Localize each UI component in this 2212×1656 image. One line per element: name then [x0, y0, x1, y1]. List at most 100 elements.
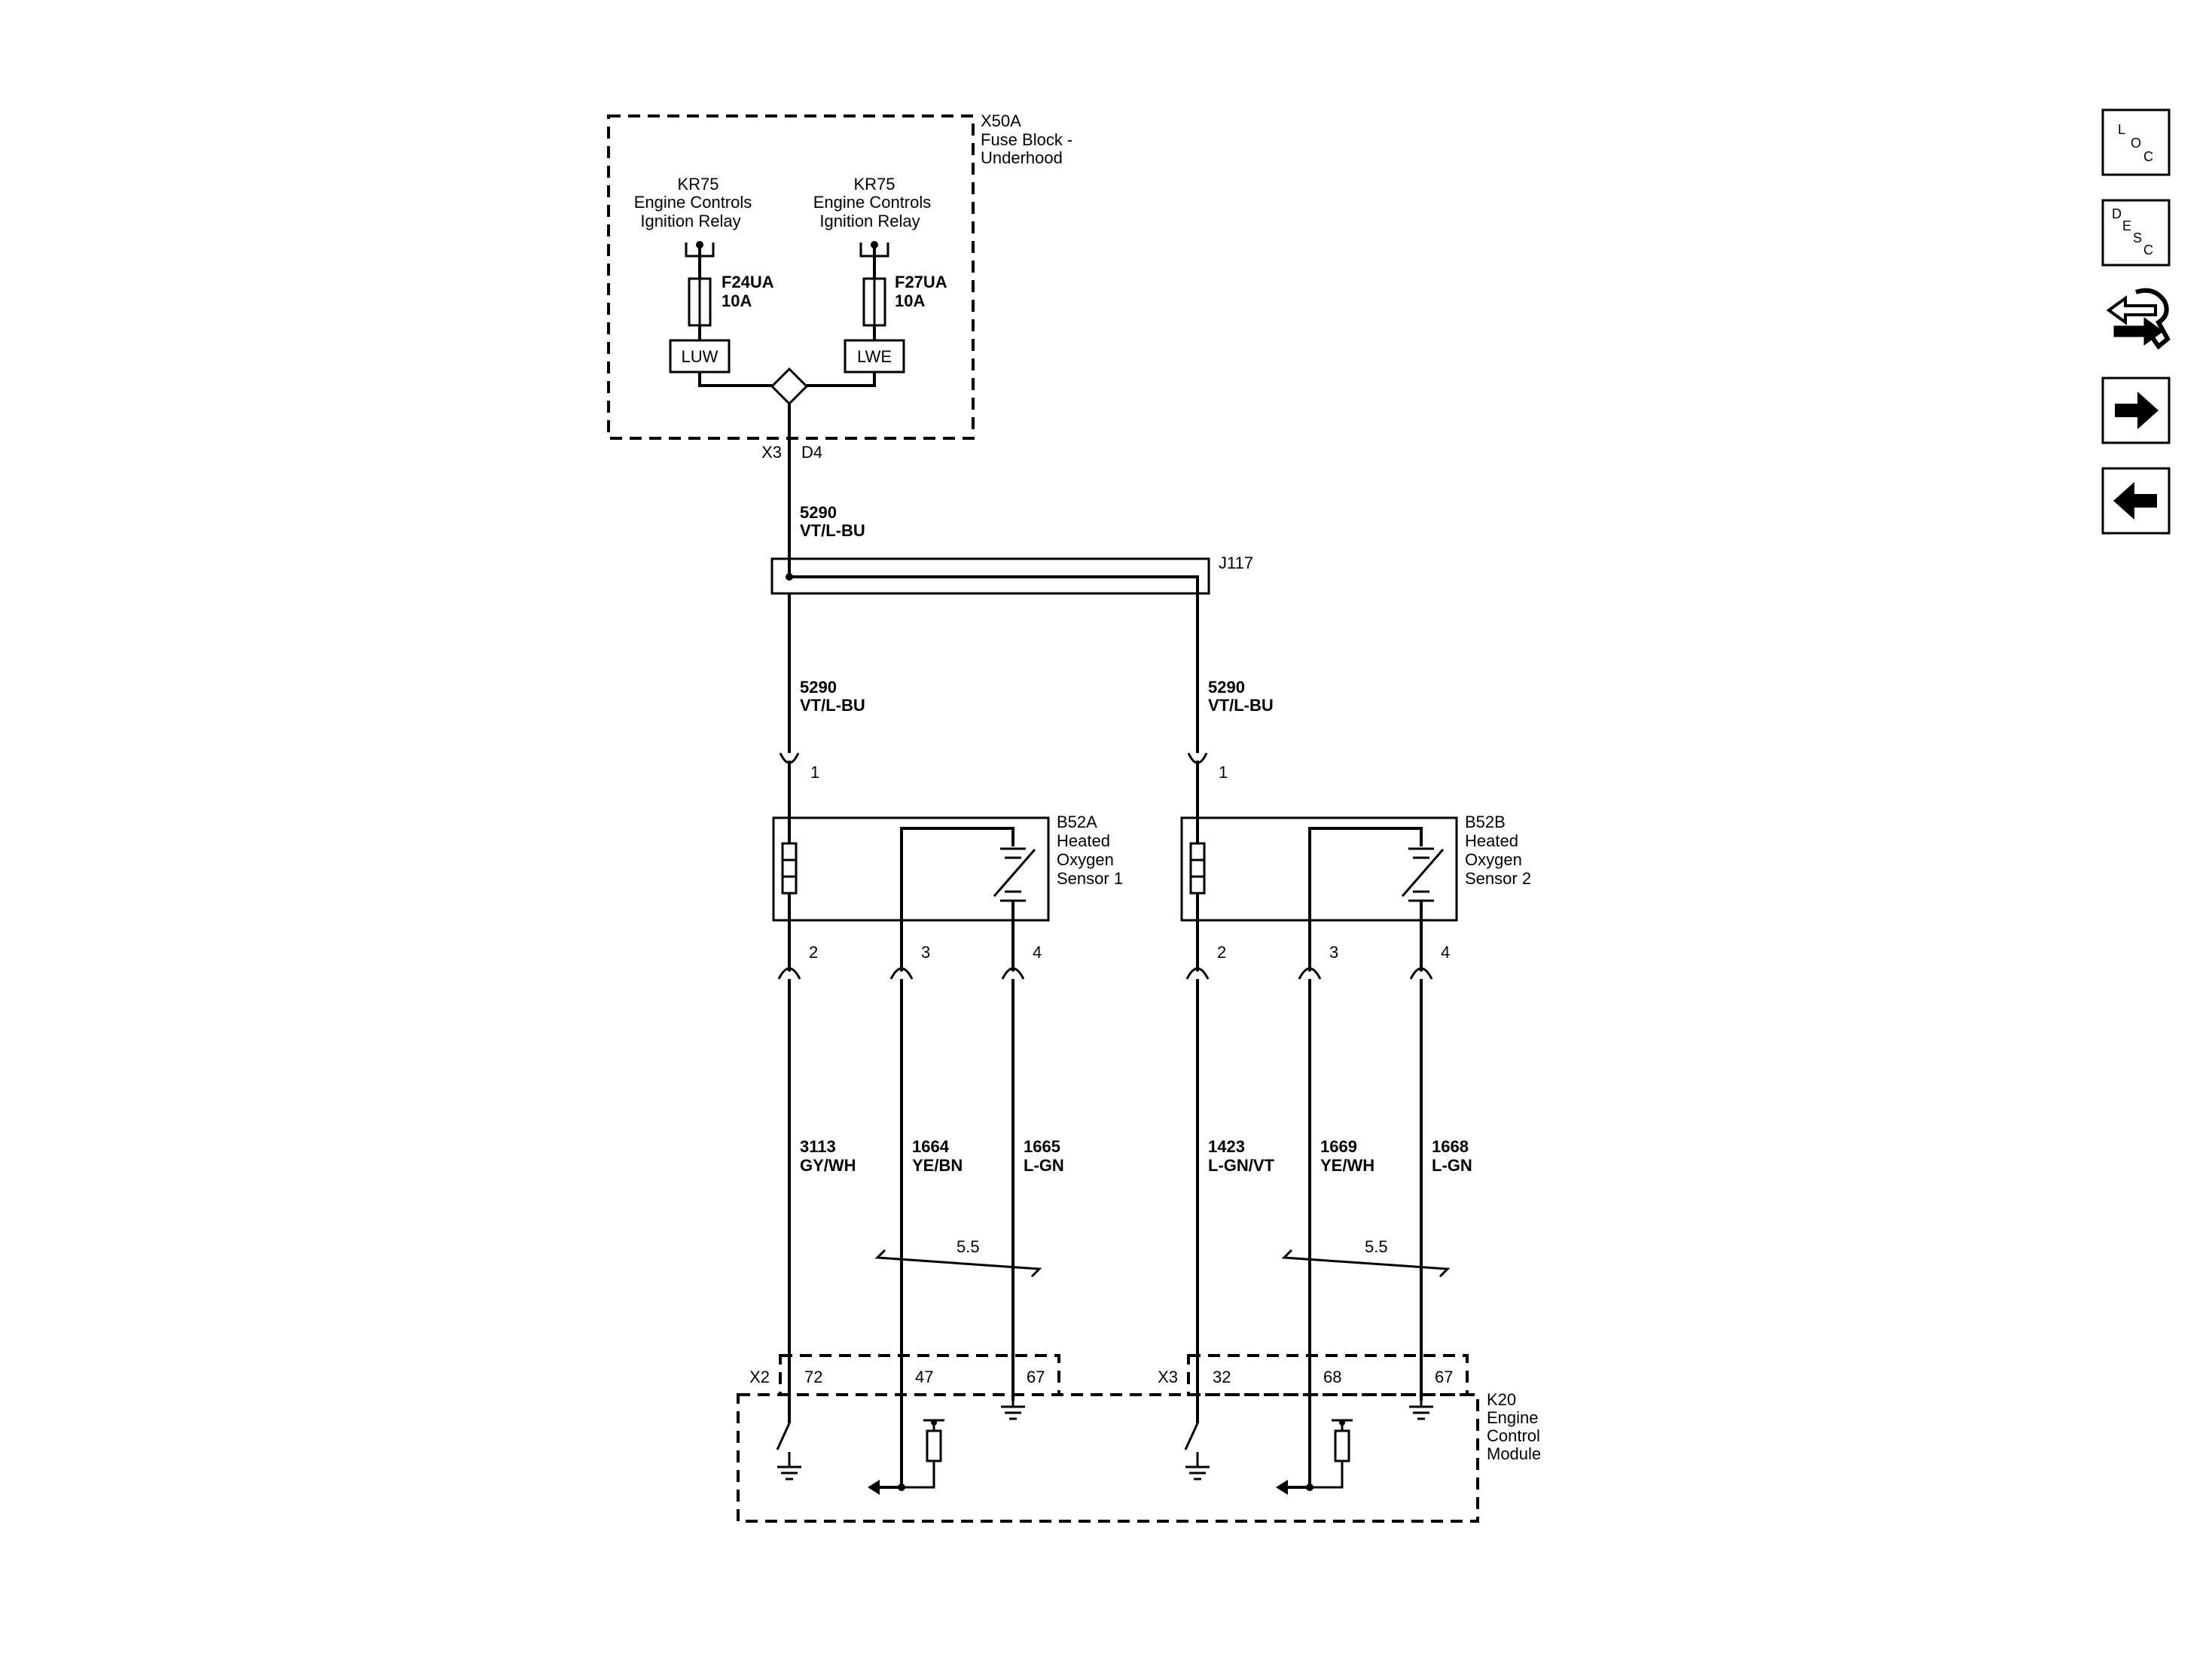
fuse-block: X50A Fuse Block - Underhood KR75 Engine … — [607, 111, 1072, 462]
relay-right-line1: Engine Controls — [813, 193, 932, 212]
loc-button[interactable]: L O C — [2101, 108, 2171, 176]
sensor1-line2: Oxygen — [1057, 850, 1114, 869]
feed-wire-color: VT/L-BU — [800, 521, 865, 540]
feed-circuit: 5290 VT/L-BU J117 5290 VT/L-BU 5290 VT/L… — [770, 404, 1274, 819]
pullup-resistor-left — [926, 1429, 942, 1462]
fuse-block-name-line2: Underhood — [981, 148, 1063, 167]
sensor2-pin2-connector — [1185, 967, 1210, 980]
sensor1: B52A Heated Oxygen Sensor 1 — [772, 813, 1123, 922]
twisted-pair-right-label: 5.5 — [1365, 1237, 1388, 1256]
ecm-pin-32: 32 — [1213, 1368, 1231, 1386]
wire-s2p2-circuit: 1423 — [1208, 1137, 1245, 1156]
relay-left-line2: Ignition Relay — [640, 212, 740, 230]
sensor2-pin3-label: 3 — [1329, 943, 1338, 962]
sensor1-pin3-connector — [889, 967, 914, 980]
ecm-pin-47: 47 — [915, 1368, 933, 1386]
arrow-right-icon[interactable] — [2101, 377, 2171, 444]
sensor1-pin2-connector — [777, 967, 801, 980]
fuse-block-ref: X50A — [981, 111, 1021, 130]
wire-s1p3-circuit: 1664 — [912, 1137, 950, 1156]
ecm-line2: Control — [1487, 1426, 1540, 1445]
loc-letter-1: L — [2118, 122, 2125, 137]
sensor1-feed-circuit: 5290 — [800, 678, 837, 697]
sensor1-heater-element — [781, 842, 798, 895]
sensor2-line3: Sensor 2 — [1465, 869, 1531, 888]
twisted-pair-left-label: 5.5 — [956, 1237, 980, 1256]
sensor1-pin4-label: 4 — [1033, 943, 1042, 962]
feed-circuit-number: 5290 — [800, 503, 837, 522]
desc-button[interactable]: D E S C — [2101, 199, 2171, 267]
junction-diamond — [770, 367, 809, 406]
wire-s1p2-circuit: 3113 — [800, 1137, 836, 1156]
wire-s2p4-circuit: 1668 — [1432, 1137, 1469, 1156]
wire-s2p2-color: L-GN/VT — [1208, 1156, 1275, 1175]
ecm-connector-x3-ref: X3 — [1158, 1368, 1178, 1386]
sensor2-line2: Oxygen — [1465, 850, 1522, 869]
ecm-line1: Engine — [1487, 1408, 1539, 1427]
sensor1-switch — [993, 849, 1036, 897]
twisted-pair-left — [874, 1249, 1042, 1278]
desc-letter-3: S — [2133, 230, 2142, 246]
arrow-left-icon[interactable] — [2101, 467, 2171, 535]
wire-s2p3-color: YE/WH — [1320, 1156, 1374, 1175]
ecm: K20 Engine Control Module X2 72 47 67 X3… — [737, 1354, 1541, 1523]
fuse-right-label: LWE — [857, 347, 892, 366]
fuse-right-ref: F27UA — [895, 273, 947, 291]
nav-toolbar: L O C D E S C — [2101, 108, 2171, 535]
ecm-pin-68: 68 — [1323, 1368, 1341, 1386]
sensor2-feed-color: VT/L-BU — [1208, 696, 1274, 715]
sensor2: B52B Heated Oxygen Sensor 2 — [1180, 813, 1531, 922]
wire-s1p3-color: YE/BN — [912, 1156, 963, 1175]
relay-left-ref: KR75 — [677, 175, 719, 194]
sensor1-ref: B52A — [1057, 813, 1097, 831]
desc-letter-2: E — [2122, 218, 2131, 233]
sensor1-pin1-label: 1 — [810, 763, 819, 782]
wrench-icon[interactable] — [2101, 285, 2171, 354]
sensor2-heater-element — [1189, 842, 1206, 895]
sensor1-pin4-connector — [1001, 967, 1025, 980]
desc-letter-4: C — [2143, 242, 2153, 258]
sensor2-line1: Heated — [1465, 831, 1518, 850]
fuse-block-connector: X3 — [761, 443, 782, 462]
sensor1-housing — [772, 816, 1050, 922]
heater1-control-switch — [776, 1423, 791, 1450]
sensor1-pin2-label: 2 — [809, 943, 818, 962]
wire-s1p4-circuit: 1665 — [1024, 1137, 1060, 1156]
sensor-output-connectors: 2 3 4 2 3 4 — [777, 920, 1450, 980]
ecm-outline — [737, 1393, 1479, 1523]
sensor1-line1: Heated — [1057, 831, 1110, 850]
twisted-pair-right — [1281, 1249, 1451, 1278]
sensor1-feed-color: VT/L-BU — [800, 696, 865, 715]
relay-right-line2: Ignition Relay — [819, 212, 920, 230]
loc-letter-2: O — [2131, 136, 2141, 151]
ecm-signal-arrow-icon — [1276, 1480, 1288, 1495]
sensor2-pin4-connector — [1409, 967, 1433, 980]
ecm-pin-72: 72 — [804, 1368, 822, 1386]
pullup-resistor-right — [1334, 1429, 1350, 1462]
splice-ref: J117 — [1219, 554, 1253, 572]
sensor2-feed-circuit: 5290 — [1208, 678, 1245, 697]
wire-s1p4-color: L-GN — [1024, 1156, 1064, 1175]
ecm-connector-x2-ref: X2 — [749, 1368, 770, 1386]
fuse-left-label: LUW — [682, 347, 719, 366]
fuse-right-rating: 10A — [895, 291, 925, 310]
wire-s1p2-color: GY/WH — [800, 1156, 856, 1175]
fuse-block-name-line1: Fuse Block - — [981, 130, 1072, 149]
ecm-connector-x2 — [779, 1354, 1060, 1396]
sensor2-ref: B52B — [1465, 813, 1506, 831]
fuse-left-ref: F24UA — [722, 273, 774, 291]
relay-right-ref: KR75 — [853, 175, 895, 194]
ecm-pin-67-right: 67 — [1435, 1368, 1453, 1386]
ecm-ref: K20 — [1487, 1390, 1516, 1409]
fuse-left-rating: 10A — [722, 291, 752, 310]
desc-letter-1: D — [2112, 206, 2122, 221]
wire-s2p3-circuit: 1669 — [1320, 1137, 1357, 1156]
loc-letter-3: C — [2143, 149, 2153, 164]
relay-left-line1: Engine Controls — [634, 193, 752, 212]
splice-j117 — [770, 557, 1210, 595]
sensor2-switch — [1401, 849, 1445, 897]
sensor1-pin3-label: 3 — [921, 943, 930, 962]
ecm-connector-x3 — [1187, 1354, 1469, 1396]
ecm-pin-67-left: 67 — [1027, 1368, 1045, 1386]
